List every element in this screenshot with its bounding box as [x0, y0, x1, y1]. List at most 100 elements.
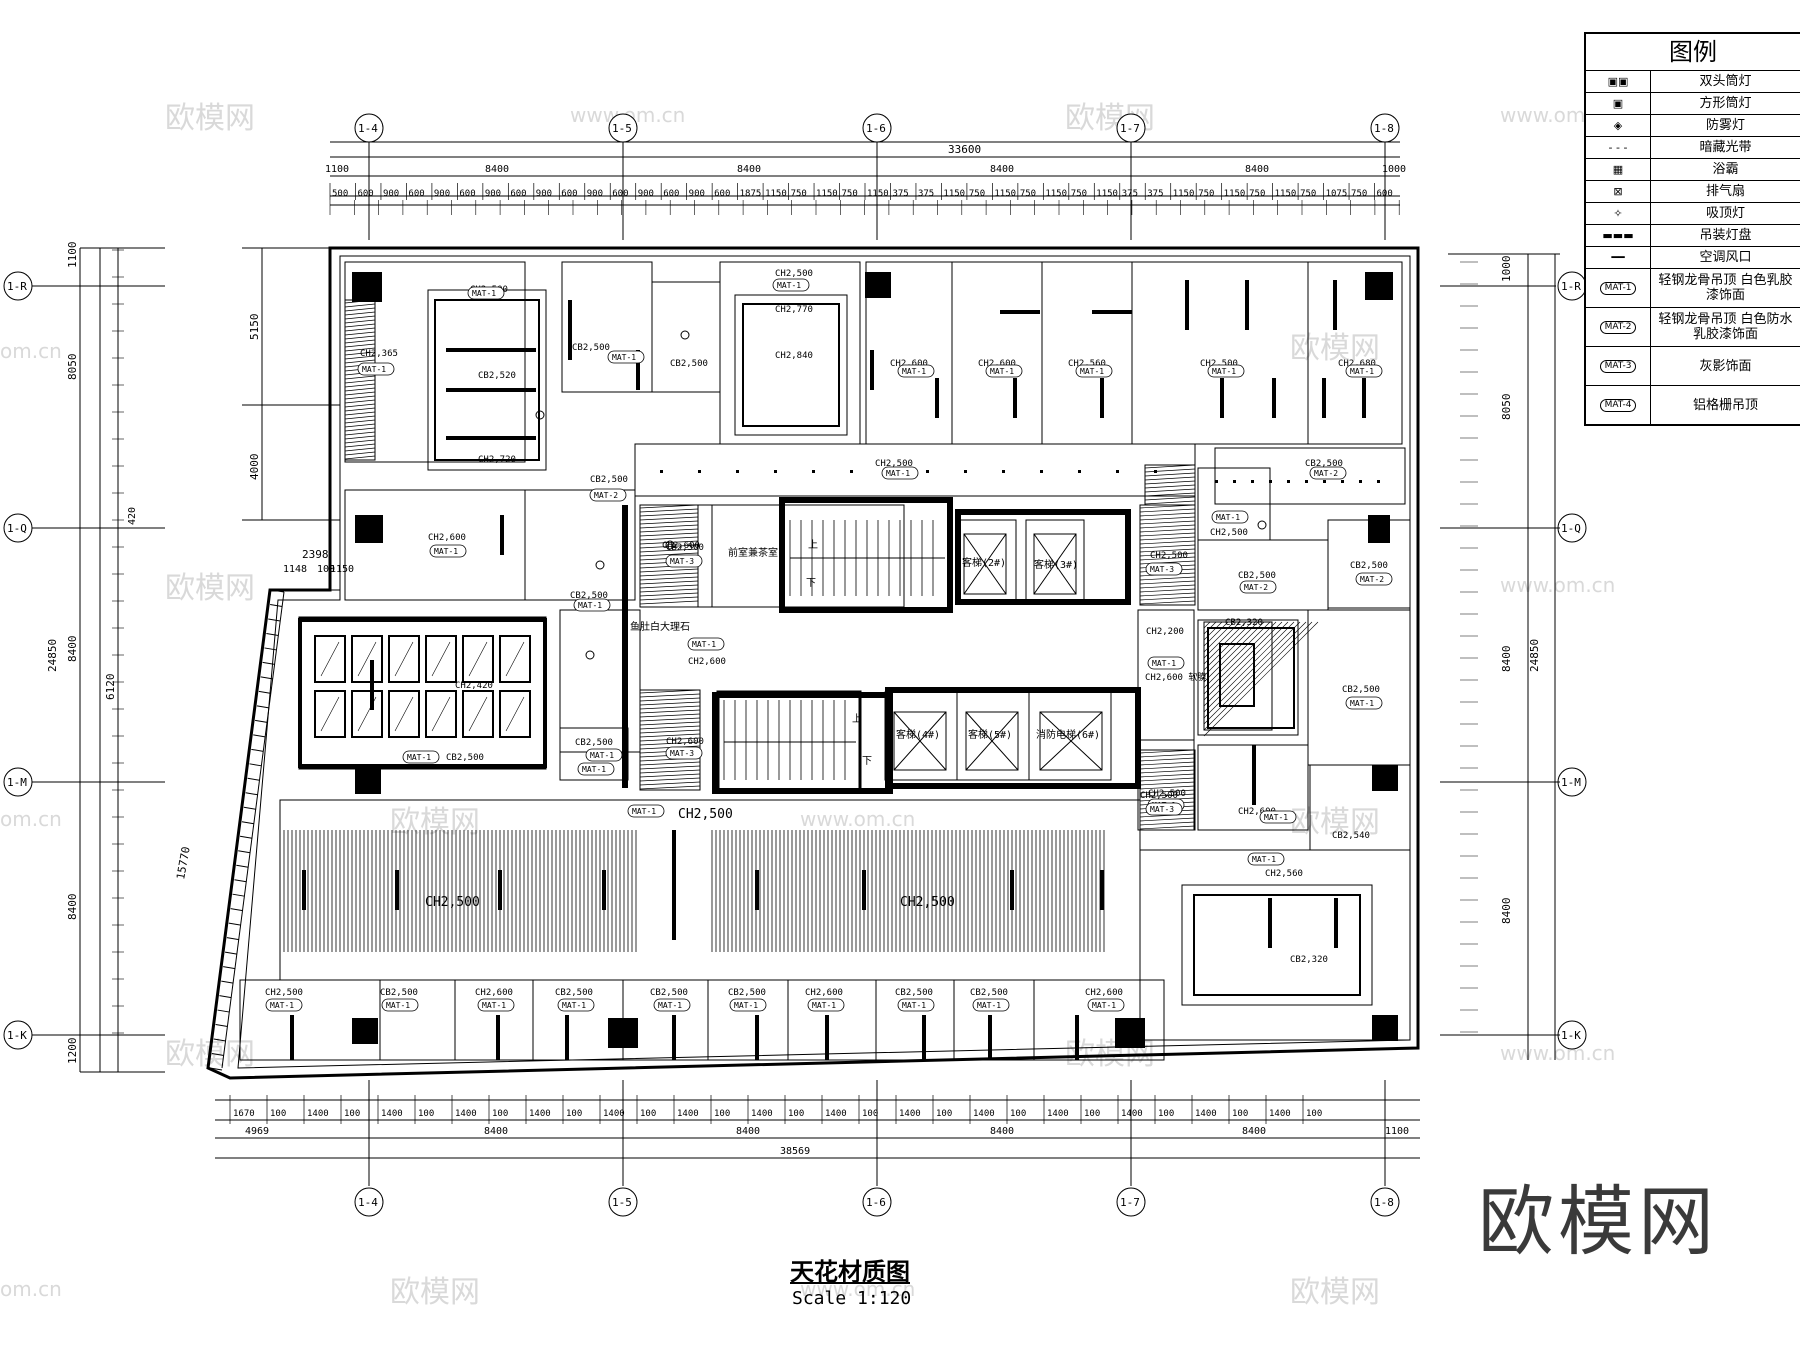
mat-tag-text: MAT-1 — [578, 601, 602, 610]
mat-tag: MAT-1 — [1147, 656, 1185, 670]
axis-label: 1-8 — [1374, 122, 1394, 135]
legend-symbol-icon: ⊠ — [1586, 181, 1651, 202]
room-label: CB2,540 — [1332, 831, 1370, 841]
room-label: CH2,500 — [678, 807, 733, 822]
watermark: www.om.cn — [800, 1277, 915, 1301]
dim-top-total: 33600 — [948, 143, 981, 156]
room-label: CH2,600 — [688, 657, 726, 667]
dim-left-span: 8400 — [66, 636, 79, 663]
dim-left-inner: 15770 — [174, 846, 193, 881]
dim-bottom-detail-value: 1400 — [899, 1109, 921, 1119]
mat-tag-text: MAT-3 — [670, 749, 694, 758]
mat-tag: MAT-1 — [881, 466, 919, 480]
dim-bottom-detail-value: 100 — [1084, 1109, 1100, 1119]
legend-symbol: ▣▣ — [1607, 75, 1629, 88]
room-label: CH2,560 — [1068, 359, 1106, 369]
dim-right-detail — [1460, 261, 1478, 1033]
dim-misc: 420 — [127, 507, 138, 525]
dim-top-detail-value: 600 — [357, 189, 373, 199]
mat-tag: MAT-1 — [573, 598, 611, 612]
room-label: CH2,500 — [1200, 359, 1238, 369]
watermark: 欧模网 — [1290, 331, 1380, 366]
room-label: CB2,500 — [895, 988, 933, 998]
dim-bottom-detail-value: 1400 — [973, 1109, 995, 1119]
room-label: CH2,500 — [1150, 551, 1188, 561]
mat-tag-text: MAT-1 — [777, 281, 801, 290]
dim-top-detail-value: 375 — [1122, 189, 1138, 199]
mat-tag-text: MAT-1 — [632, 807, 656, 816]
mat-tag: MAT-1 — [1075, 364, 1113, 378]
dim-top-detail-value: 375 — [1147, 189, 1163, 199]
mat-tag: MAT-2 — [1355, 572, 1393, 586]
mat-tag: MAT-1 — [653, 998, 691, 1012]
dim-top-detail-value: 900 — [434, 189, 450, 199]
axis-bubble — [1116, 113, 1146, 143]
right-dimensions — [1448, 253, 1560, 1060]
dim-left-detail — [112, 249, 124, 1034]
dim-left-inner: 5150 — [248, 314, 261, 341]
site-logo: 欧模网 — [1478, 1177, 1718, 1266]
room-label: CH2,500 — [1140, 791, 1178, 801]
axis-bubble — [3, 1020, 33, 1050]
legend-label: 吸顶灯 — [1705, 206, 1745, 221]
dim-bottom-detail-value: 1400 — [603, 1109, 625, 1119]
room-label: CH2,600 — [890, 359, 928, 369]
dim-top-detail-value: 1150 — [765, 189, 787, 199]
dim-top-span: 8400 — [485, 164, 509, 175]
legend-row: ◈防雾灯 — [1586, 115, 1800, 137]
mat-tag: MAT-1 — [607, 350, 645, 364]
stair-down-label: 下 — [862, 756, 872, 767]
lift-3-label: 客梯(3#) — [1034, 558, 1078, 571]
room-label: CH2,420 — [455, 681, 493, 691]
legend-symbol-icon: MAT-2 — [1586, 308, 1651, 346]
dim-bottom-detail-value: 1400 — [307, 1109, 329, 1119]
axis-label: 1-M — [7, 776, 27, 789]
dim-top-detail-value: 1150 — [994, 189, 1016, 199]
dim-bottom-detail-value: 1400 — [1269, 1109, 1291, 1119]
room-label: CB2,500 — [650, 988, 688, 998]
drawing-title: 天花材质图 — [790, 1258, 910, 1286]
mat-tag-text: MAT-1 — [658, 1001, 682, 1010]
room-label: CB2,500 — [446, 753, 484, 763]
dim-top-detail-value: 600 — [561, 189, 577, 199]
room-label: CB2,500 — [590, 475, 628, 485]
axis-label: 1-K — [7, 1029, 27, 1042]
dim-left-inner: 4000 — [248, 454, 261, 481]
mat-tag-text: MAT-1 — [582, 765, 606, 774]
mat-tag: MAT-1 — [1211, 510, 1249, 524]
ceiling-height-labels: CH2,500 CH2,365 CB2,520 CH2,720 CB2,500 … — [265, 269, 1388, 998]
room-label: CB2,500 — [1350, 561, 1388, 571]
legend-symbol-icon: ▣ — [1586, 93, 1651, 114]
stone-floor-label: 鱼肚白大理石 — [630, 620, 690, 633]
mat-tag: MAT-1 — [1345, 364, 1383, 378]
dim-left-inner: 6120 — [104, 674, 117, 701]
axis-bubble — [354, 1187, 384, 1217]
lift-6-label: 消防电梯(6#) — [1036, 728, 1100, 741]
legend-symbol-icon: ✧ — [1586, 203, 1651, 224]
mat-tag: MAT-1 — [585, 748, 623, 762]
dim-top-detail-value: 750 — [1071, 189, 1087, 199]
lift-5-label: 客梯(5#) — [968, 728, 1012, 741]
mat-tag-text: MAT-1 — [362, 365, 386, 374]
dim-bottom-detail-value: 100 — [1158, 1109, 1174, 1119]
dim-bottom-detail-value: 1400 — [1047, 1109, 1069, 1119]
mat-tag: MAT-1 — [557, 998, 595, 1012]
dim-top-detail-value: 1150 — [1224, 189, 1246, 199]
legend-label: 暗藏光带 — [1699, 140, 1752, 155]
mat-tag-text: MAT-1 — [562, 1001, 586, 1010]
legend-symbol: - - - — [1608, 141, 1628, 154]
room-label: CH2,500 — [1148, 789, 1186, 799]
dim-top-detail-value: 750 — [791, 189, 807, 199]
room-label: CH2,600 — [1238, 807, 1276, 817]
building-outline — [206, 246, 1420, 1080]
legend-symbol-icon: ◈ — [1586, 115, 1651, 136]
axis-bubbles-left: 1-R1-Q1-M1-K — [3, 271, 165, 1050]
room-label: CB2,500 — [555, 988, 593, 998]
dim-misc: 100 — [317, 564, 335, 575]
dim-top-detail-value: 900 — [536, 189, 552, 199]
dim-bottom-span: 4969 — [245, 1126, 269, 1137]
legend-symbol-icon: ▦ — [1586, 159, 1651, 180]
axis-label: 1-6 — [866, 1196, 886, 1209]
